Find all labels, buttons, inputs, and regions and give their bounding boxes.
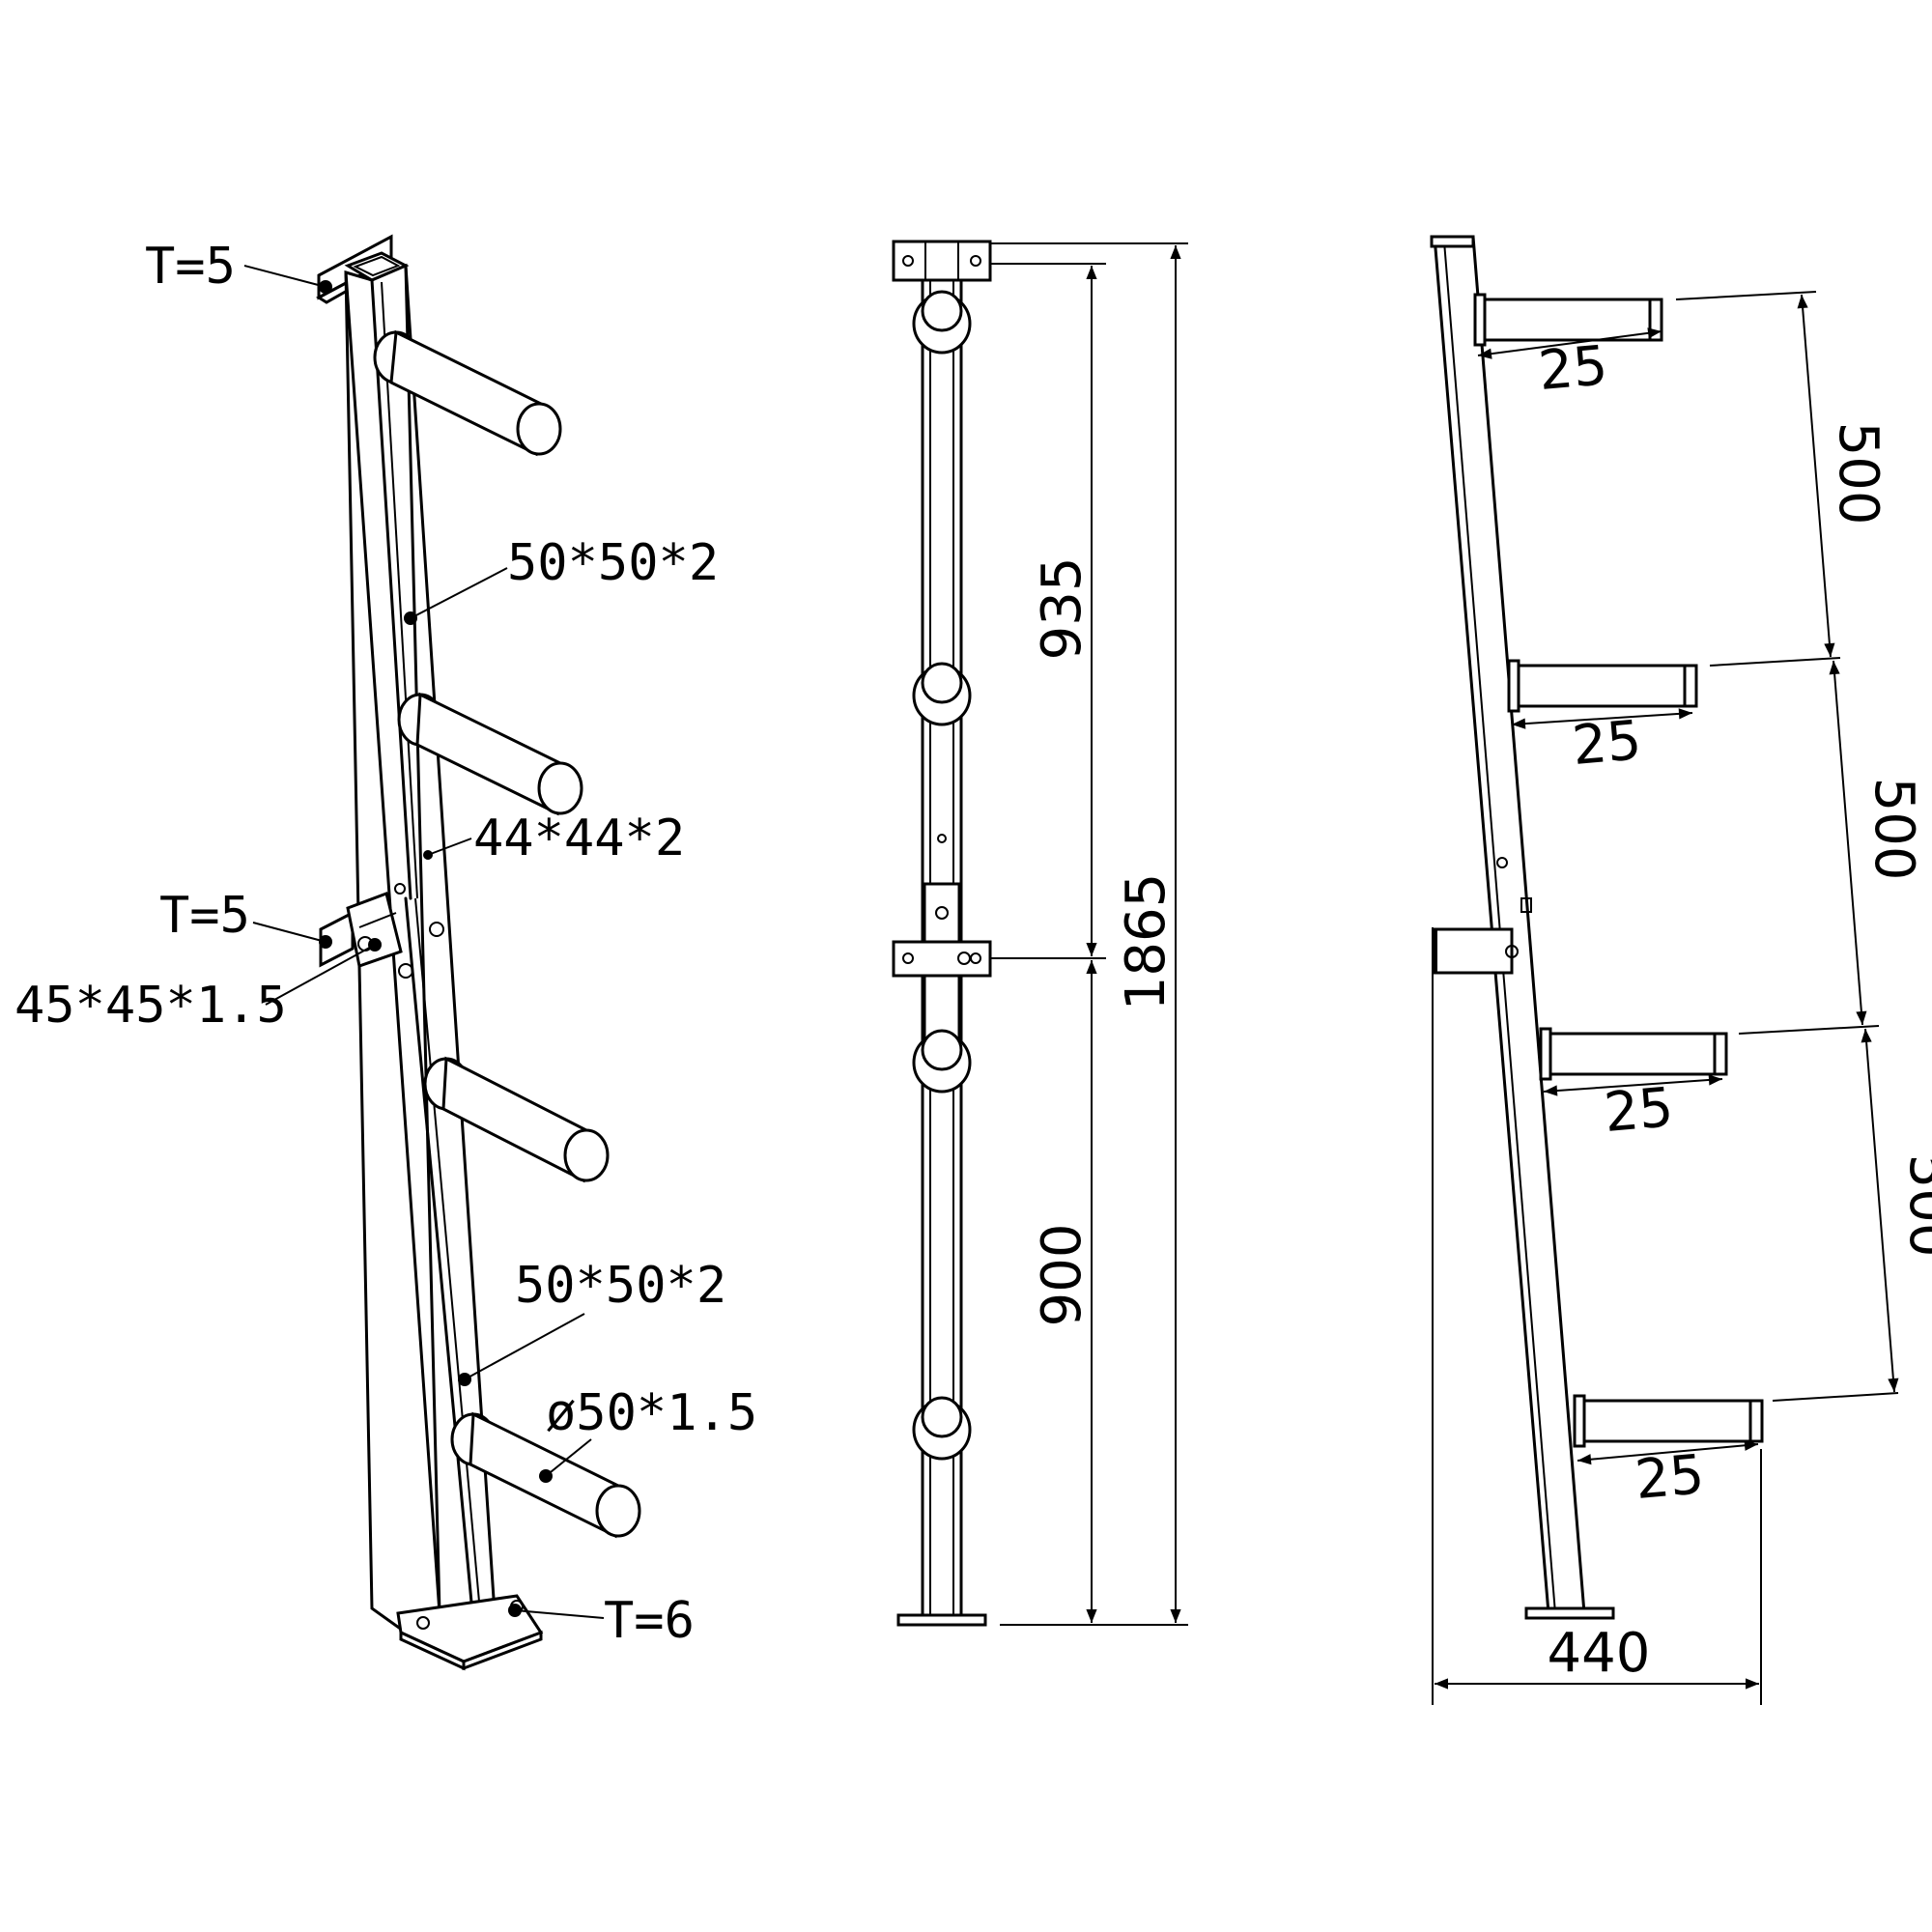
upper-tube-label: 50*50*2 [507,534,719,592]
side-arm-3 [1539,1027,1728,1081]
mid-bracket [319,883,444,979]
front-arm-4 [912,1396,972,1461]
arm-1-label: 25 [1536,334,1610,403]
base-plate-label: T=6 [604,1592,695,1650]
spacing-2-label: 500 [1862,778,1925,881]
front-arm-2 [912,662,972,726]
dim-900-label: 900 [1031,1224,1094,1327]
isometric-view: T=5 50*50*2 44*44*2 T=5 45*45*1.5 50*50*… [14,234,757,1671]
front-arm-1 [912,290,972,355]
front-top-plate [892,240,992,282]
front-base-plate [896,1613,987,1627]
side-arm-4 [1573,1394,1764,1448]
depth-label: 440 [1548,1622,1651,1685]
top-plate-label: T=5 [145,238,236,296]
dim-1865-label: 1865 [1115,873,1178,1011]
arm-2-label: 25 [1570,709,1644,778]
front-view: 935 900 1865 [892,240,1188,1627]
bracket-tube-label: 45*45*1.5 [14,977,287,1035]
arm-3-label: 25 [1602,1076,1676,1145]
arm-4-label: 25 [1633,1443,1707,1512]
round-tube-label: ø50*1.5 [546,1384,757,1442]
front-mid-plate [892,940,992,978]
side-post [1433,235,1586,1615]
iso-arm-2 [397,692,583,816]
front-arm-3 [912,1029,972,1094]
lower-tube-label: 50*50*2 [515,1257,726,1315]
side-bracket [1433,927,1514,975]
iso-arm-3 [423,1056,610,1183]
spacing-1-label: 500 [1827,422,1889,526]
iso-arm-1 [373,329,562,457]
mid-plate-label: T=5 [159,887,250,945]
spacing-3-label: 500 [1897,1154,1932,1258]
side-base-plate [1524,1606,1615,1620]
dim-935-label: 935 [1031,557,1094,661]
inner-tube-label: 44*44*2 [473,810,685,867]
side-arm-2 [1507,659,1698,713]
side-view: 25 25 25 25 500 500 500 440 [1430,235,1932,1705]
